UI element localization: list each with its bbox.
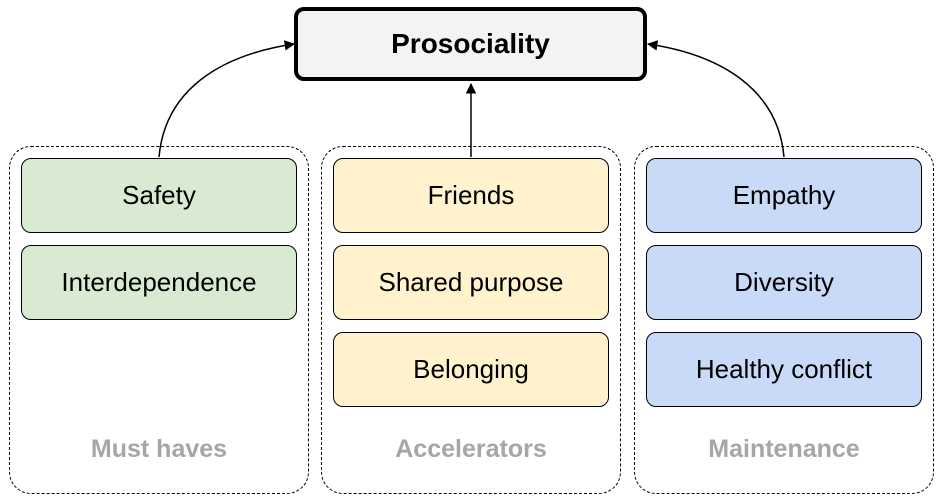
arrow-right: [646, 40, 785, 158]
node-friends: Friends: [333, 158, 609, 233]
node-belonging: Belonging: [333, 332, 609, 407]
group-maintenance: Empathy Diversity Healthy conflict Maint…: [634, 146, 934, 494]
arrow-left: [158, 40, 296, 158]
group-accelerators: Friends Shared purpose Belonging Acceler…: [321, 146, 621, 494]
title-node: Prosociality: [294, 7, 647, 81]
node-safety: Safety: [21, 158, 297, 233]
group-label-accelerators: Accelerators: [395, 435, 547, 463]
node-healthy-conflict: Healthy conflict: [646, 332, 922, 407]
node-diversity: Diversity: [646, 245, 922, 320]
group-must-haves: Safety Interdependence Must haves: [9, 146, 309, 494]
node-interdependence: Interdependence: [21, 245, 297, 320]
node-shared-purpose: Shared purpose: [333, 245, 609, 320]
group-label-must-haves: Must haves: [90, 435, 228, 463]
group-label-maintenance: Maintenance: [708, 435, 860, 463]
node-empathy: Empathy: [646, 158, 922, 233]
